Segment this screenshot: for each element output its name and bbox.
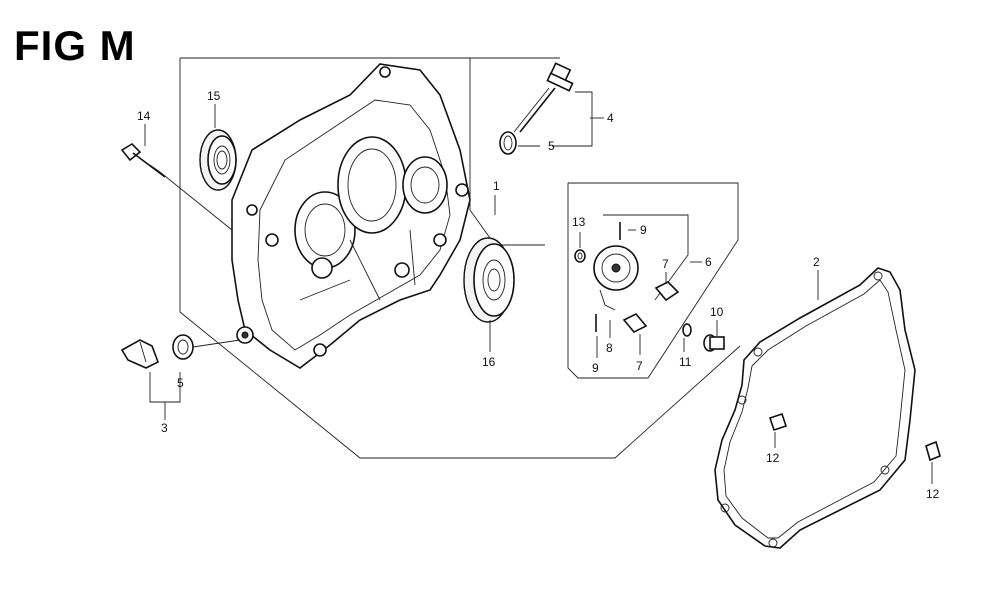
bolt-14 xyxy=(120,142,166,178)
callout-15: 15 xyxy=(207,89,221,103)
washer-13 xyxy=(574,249,586,263)
callout-10: 10 xyxy=(710,305,724,319)
callout-3: 3 xyxy=(161,421,168,435)
callout-7-lower: 7 xyxy=(636,359,643,373)
callout-2: 2 xyxy=(813,255,820,269)
figure-title: FIG M xyxy=(14,22,136,69)
callout-8: 8 xyxy=(606,341,613,355)
callout-7-upper: 7 xyxy=(662,257,669,271)
callout-5-upper: 5 xyxy=(548,139,555,153)
bearing-16 xyxy=(463,237,515,323)
leader-lines xyxy=(144,91,933,484)
dowel-pin-12-left xyxy=(768,412,788,432)
shaft-10 xyxy=(703,334,725,352)
bearing-15 xyxy=(199,129,237,191)
crankcase-cover xyxy=(231,63,471,369)
callout-labels: 1 2 3 4 5 5 6 7 7 8 9 9 10 11 12 12 13 1… xyxy=(137,89,940,501)
callout-9-lower: 9 xyxy=(592,361,599,375)
callout-14: 14 xyxy=(137,109,151,123)
governor-weight-7-upper xyxy=(654,281,680,302)
drain-plug-3 xyxy=(120,339,160,369)
assembly-boundary xyxy=(179,57,741,459)
dowel-pin-12-right xyxy=(925,440,941,462)
governor-gear-8 xyxy=(593,245,639,311)
callout-16: 16 xyxy=(482,355,496,369)
governor-weight-7-lower xyxy=(622,313,648,333)
callout-6: 6 xyxy=(705,255,712,269)
oil-pump-boundary xyxy=(567,182,739,379)
callout-4: 4 xyxy=(607,111,614,125)
callout-13: 13 xyxy=(572,215,586,229)
callout-12-right: 12 xyxy=(926,487,940,501)
o-ring-5-upper xyxy=(499,131,517,155)
clip-11 xyxy=(682,323,692,337)
oil-filler-cap-4 xyxy=(513,62,574,133)
callout-12-left: 12 xyxy=(766,451,780,465)
callout-9-upper: 9 xyxy=(640,223,647,237)
gasket-2 xyxy=(714,267,916,549)
o-ring-5-lower xyxy=(172,334,194,360)
callout-1: 1 xyxy=(493,179,500,193)
callout-11: 11 xyxy=(679,355,692,369)
callout-5-lower: 5 xyxy=(177,376,184,390)
